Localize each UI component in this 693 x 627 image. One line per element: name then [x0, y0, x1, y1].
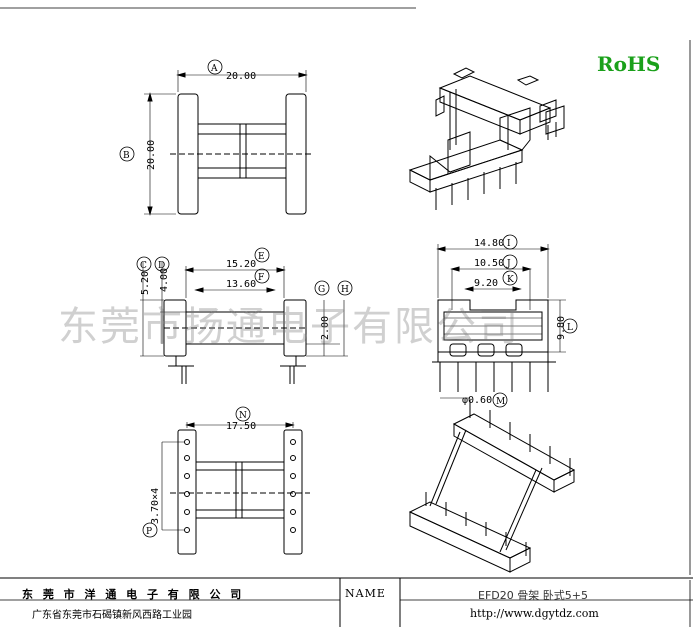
title-block-frame [0, 577, 693, 627]
dim-j-value: 10.50 [474, 258, 504, 269]
bottom-view [142, 406, 310, 555]
company-url[interactable]: http://www.dgytdz.com [470, 607, 599, 620]
dim-f-label: F [258, 273, 264, 283]
top-view [119, 59, 314, 216]
dim-i-label: I [507, 239, 511, 249]
dim-i-value: 14.80 [474, 238, 504, 249]
dim-a-label: A [210, 64, 218, 74]
dim-g-label: G [318, 285, 325, 295]
dim-n-value: 17.50 [226, 421, 256, 432]
dim-m-value: φ0.60 [462, 395, 492, 406]
dim-b-label: B [123, 151, 130, 161]
side-view [136, 247, 353, 384]
dim-k-label: K [507, 275, 514, 285]
dim-n-label: N [239, 411, 247, 421]
isometric-view-top [408, 67, 565, 210]
dim-h-label: H [341, 285, 349, 295]
dim-g-value: 2.00 [320, 316, 331, 340]
company-name: 东 莞 市 洋 通 电 子 有 限 公 司 [22, 588, 245, 601]
dim-b-value: 20.00 [146, 140, 157, 170]
end-view [432, 234, 578, 408]
company-address: 广东省东莞市石碣镇新风西路工业园 [32, 610, 192, 621]
dim-l-value: 9.80 [556, 316, 567, 340]
name-field-label: NAME [345, 587, 386, 600]
dim-d-value: 4.00 [159, 268, 170, 292]
dim-p-value: 3.70×4 [150, 488, 161, 524]
dim-c-value: 5.20 [140, 271, 151, 295]
dim-e-value: 15.20 [226, 259, 256, 270]
dim-m-label: M [496, 397, 505, 407]
rohs-badge: RoHS [597, 52, 661, 76]
dim-c-label: C [140, 261, 147, 271]
dim-d-label: D [158, 261, 165, 271]
dim-k-value: 9.20 [474, 278, 498, 289]
dim-j-label: J [506, 259, 511, 269]
isometric-view-bottom [408, 400, 576, 573]
part-name: EFD20 骨架 卧式5+5 [478, 589, 588, 602]
dim-l-label: L [567, 323, 573, 333]
dim-p-label: P [146, 527, 152, 537]
watermark: 东莞市扬通电子有限公司 [58, 304, 520, 350]
dim-e-label: E [258, 252, 265, 262]
dim-f-value: 13.60 [226, 279, 256, 290]
dim-a-value: 20.00 [226, 71, 256, 82]
